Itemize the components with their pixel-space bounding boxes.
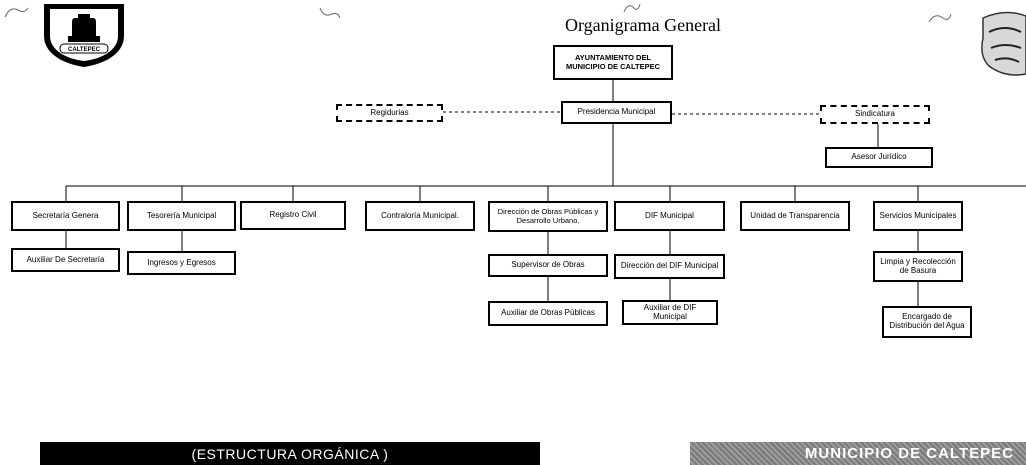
- node-registro-civil: Registro Civil: [240, 201, 346, 230]
- logo-text: CALTEPEC: [68, 47, 101, 53]
- node-distribucion-agua: Encargado de Distribución del Agua: [882, 306, 972, 338]
- node-presidencia: Presidencia Municipal: [561, 101, 672, 124]
- scan-smudge-title: [623, 3, 641, 13]
- seal-stamp-fragment: [981, 11, 1026, 76]
- node-ingresos-egresos: Ingresos y Egresos: [127, 251, 236, 275]
- node-asesor-juridico: Asesor Jurídico: [825, 147, 933, 168]
- scan-smudge-right: [928, 13, 952, 23]
- caltepec-shield-logo: CALTEPEC: [44, 4, 124, 67]
- node-direccion-dif: Dirección del DIF Municipal: [614, 254, 725, 279]
- node-dif-municipal: DIF Municipal: [614, 201, 725, 231]
- node-tesoreria: Tesorería Municipal: [127, 201, 236, 231]
- node-obras-publicas: Dirección de Obras Públicas y Desarrollo…: [488, 201, 608, 232]
- node-auxiliar-obras: Auxiliar de Obras Públicas: [488, 301, 608, 326]
- chart-title: Organigrama General: [564, 15, 722, 35]
- node-supervisor-obras: Supervisor de Obras: [488, 254, 608, 277]
- node-auxiliar-dif: Auxiliar de DIF Municipal: [622, 300, 718, 325]
- estructura-organica-banner: (ESTRUCTURA ORGÁNICA ): [40, 442, 540, 465]
- municipio-banner: MUNICIPIO DE CALTEPEC: [690, 442, 1026, 465]
- node-ayuntamiento: AYUNTAMIENTO DEL MUNICIPIO DE CALTEPEC: [553, 45, 673, 80]
- node-contraloria: Contraloría Municipal.: [365, 201, 475, 231]
- node-limpia-recoleccion: Limpia y Recolección de Basura: [873, 251, 963, 282]
- node-secretaria: Secretaría Genera: [11, 201, 120, 231]
- scan-smudge-left: [4, 7, 29, 18]
- node-sindicatura: Sindicatura: [820, 105, 930, 124]
- scan-smudge-top: [319, 7, 341, 19]
- node-transparencia: Unidad de Transparencia: [740, 201, 850, 231]
- node-servicios-municipales: Servicios Municipales: [873, 201, 963, 231]
- node-auxiliar-secretaria: Auxiliar De Secretaría: [11, 248, 120, 272]
- node-regidurias: Regidurias: [336, 104, 443, 122]
